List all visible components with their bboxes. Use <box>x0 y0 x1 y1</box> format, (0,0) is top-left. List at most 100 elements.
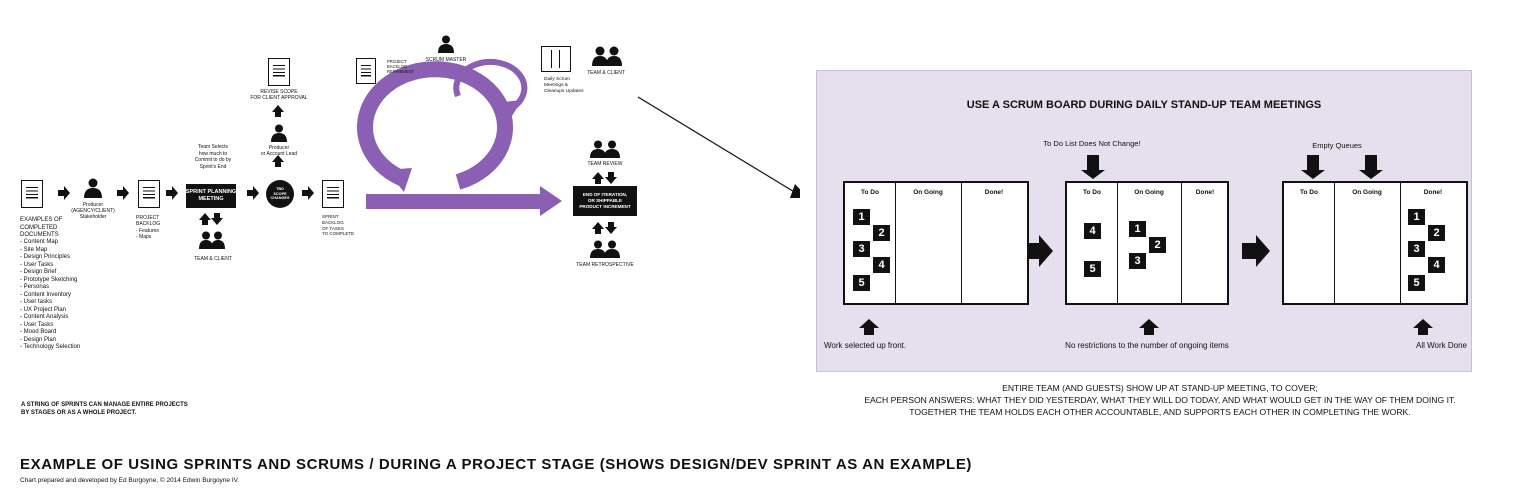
team-review-label: TEAM REVIEW <box>587 161 623 167</box>
scrum-board-panel: USE A SCRUM BOARD DURING DAILY STAND-UP … <box>816 70 1472 372</box>
task-tile: 4 <box>1428 257 1445 273</box>
standup-line: EACH PERSON ANSWERS: WHAT THEY DID YESTE… <box>864 395 1456 405</box>
task-tile: 5 <box>1084 261 1101 277</box>
standup-line: TOGETHER THE TEAM HOLDS EACH OTHER ACCOU… <box>909 407 1411 417</box>
task-tile: 5 <box>853 275 870 291</box>
sprint-backlog-label: SPRINT BACKLOG OF TASKS TO COMPLETE <box>322 214 355 237</box>
sprint-output-bar <box>366 194 542 209</box>
scrum-board-3: To Do On Going Done! 1 2 3 4 5 <box>1282 181 1468 305</box>
task-tile: 1 <box>1129 221 1146 237</box>
col-ongoing-header: On Going <box>1134 189 1164 196</box>
list-item: - Design Brief <box>20 269 57 275</box>
standup-line: ENTIRE TEAM (AND GUESTS) SHOW UP AT STAN… <box>1002 383 1318 393</box>
task-tile: 4 <box>1084 223 1101 239</box>
empty-queues-note: Empty Queues <box>1312 141 1362 150</box>
backlog-refinement-label: PROJECT BACKLOG REFINEMENT <box>387 59 415 75</box>
team-selects-label: Team Selects how much to Commit to do by… <box>194 144 232 170</box>
arrow-up-icon <box>272 105 284 117</box>
examples-title: EXAMPLES OF COMPLETED DOCUMENTS <box>20 217 63 238</box>
arrow-up-icon <box>272 155 284 167</box>
col-done-header: Done! <box>1423 189 1443 196</box>
caption-work-selected: Work selected up front. <box>824 341 907 350</box>
list-item: - Content Inventory <box>20 291 72 298</box>
todo-unchanged-note: To Do List Does Not Change! <box>1043 139 1141 148</box>
scope-changes-badge: TBD SCOPE CHANGES <box>266 180 294 208</box>
arrow-up-icon <box>592 222 604 234</box>
sprints-title: SPRINTS <box>416 133 474 148</box>
arrow-right-icon <box>302 186 314 200</box>
document-icon <box>356 58 376 84</box>
team-client-left-label: TEAM & CLIENT <box>194 256 232 262</box>
project-backlog-label: PROJECT BACKLOG - Features - Maps <box>136 215 161 240</box>
person-icon <box>438 35 454 53</box>
arrow-right-icon <box>790 184 800 198</box>
arrow-down-icon <box>211 213 223 225</box>
arrow-down-icon <box>605 172 617 184</box>
sprint-cycle-arc <box>357 61 513 190</box>
arrow-right-icon <box>1242 235 1270 267</box>
task-tile: 4 <box>873 257 890 273</box>
arrow-down-icon <box>1301 155 1325 179</box>
team-icon <box>199 231 225 249</box>
standup-text: ENTIRE TEAM (AND GUESTS) SHOW UP AT STAN… <box>790 382 1530 418</box>
col-todo-header: To Do <box>1300 189 1318 196</box>
document-icon <box>138 180 160 208</box>
producer-lead-label: Producer or Account Lead <box>260 145 298 157</box>
list-item: - Prototype Sketching <box>20 276 78 283</box>
team-client-top-label: TEAM & CLIENT <box>587 70 625 76</box>
col-done-header: Done! <box>984 189 1004 196</box>
arrow-right-icon <box>58 186 70 200</box>
arrow-up-icon <box>1139 319 1159 335</box>
daily-scrum-loop <box>453 59 528 111</box>
list-item: - Content Map <box>20 239 59 245</box>
page-title: EXAMPLE OF USING SPRINTS AND SCRUMS / DU… <box>20 456 973 473</box>
col-done-header: Done! <box>1195 189 1215 196</box>
col-ongoing-header: On Going <box>1352 189 1382 196</box>
arrow-down-icon <box>1081 155 1105 179</box>
arrow-right-icon <box>166 186 178 200</box>
task-tile: 3 <box>853 241 870 257</box>
arrow-down-icon <box>1359 155 1383 179</box>
col-ongoing-header: On Going <box>913 189 943 196</box>
arrow-up-icon <box>859 319 879 335</box>
list-item: - User Tasks <box>20 261 54 268</box>
scrum-master-label: SCRUM MASTER <box>425 57 467 63</box>
revise-scope-label: REVISE SCOPE FOR CLIENT APPROVAL <box>250 89 308 101</box>
list-item: - User tasks <box>20 299 53 305</box>
list-item: - Content Analysis <box>20 314 69 320</box>
scrum-board-icon <box>541 46 571 72</box>
arrow-right-icon <box>1025 235 1053 267</box>
sprint-output-arrowhead <box>540 186 562 216</box>
list-item: - Technology Selection <box>20 344 81 350</box>
sprint-planning-meeting: SPRINT PLANNING MEETING <box>186 184 236 208</box>
scrum-panel-title: USE A SCRUM BOARD DURING DAILY STAND-UP … <box>966 99 1322 111</box>
task-tile: 1 <box>1408 209 1425 225</box>
connector-line <box>637 96 797 194</box>
daily-scrum-label: Daily Scrum Meetings & Cleanups Updates <box>544 77 584 94</box>
task-tile: 1 <box>853 209 870 225</box>
task-tile: 3 <box>1129 253 1146 269</box>
daily-loop-arrowhead <box>504 100 522 116</box>
team-retro-label: TEAM RETROSPECTIVE <box>576 262 634 268</box>
list-item: - Personas <box>20 284 50 290</box>
list-item: - Design Plan <box>20 336 57 343</box>
scrum-board-1: To Do On Going Done! 1 2 3 4 5 <box>843 181 1029 305</box>
document-icon <box>268 58 290 86</box>
list-item: - User Tasks <box>20 321 54 328</box>
person-icon <box>271 124 287 142</box>
arrow-up-icon <box>1413 319 1433 335</box>
arrow-up-icon <box>199 213 211 225</box>
task-tile: 2 <box>873 225 890 241</box>
list-item: - Mood Board <box>20 329 57 335</box>
board-arrows <box>859 155 1433 335</box>
examples-list: - Content Map - Site Map - Design Princi… <box>20 239 80 352</box>
col-todo-header: To Do <box>861 189 879 196</box>
list-item: - Design Principles <box>20 254 71 260</box>
document-icon <box>21 180 43 208</box>
caption-all-done: All Work Done <box>1416 341 1467 350</box>
list-item: - UX Project Plan <box>20 306 67 313</box>
sprints-duration: 1 - 4 Weeks <box>427 149 463 156</box>
task-tile: 2 <box>1149 237 1166 253</box>
task-tile: 2 <box>1428 225 1445 241</box>
arrow-up-icon <box>592 172 604 184</box>
